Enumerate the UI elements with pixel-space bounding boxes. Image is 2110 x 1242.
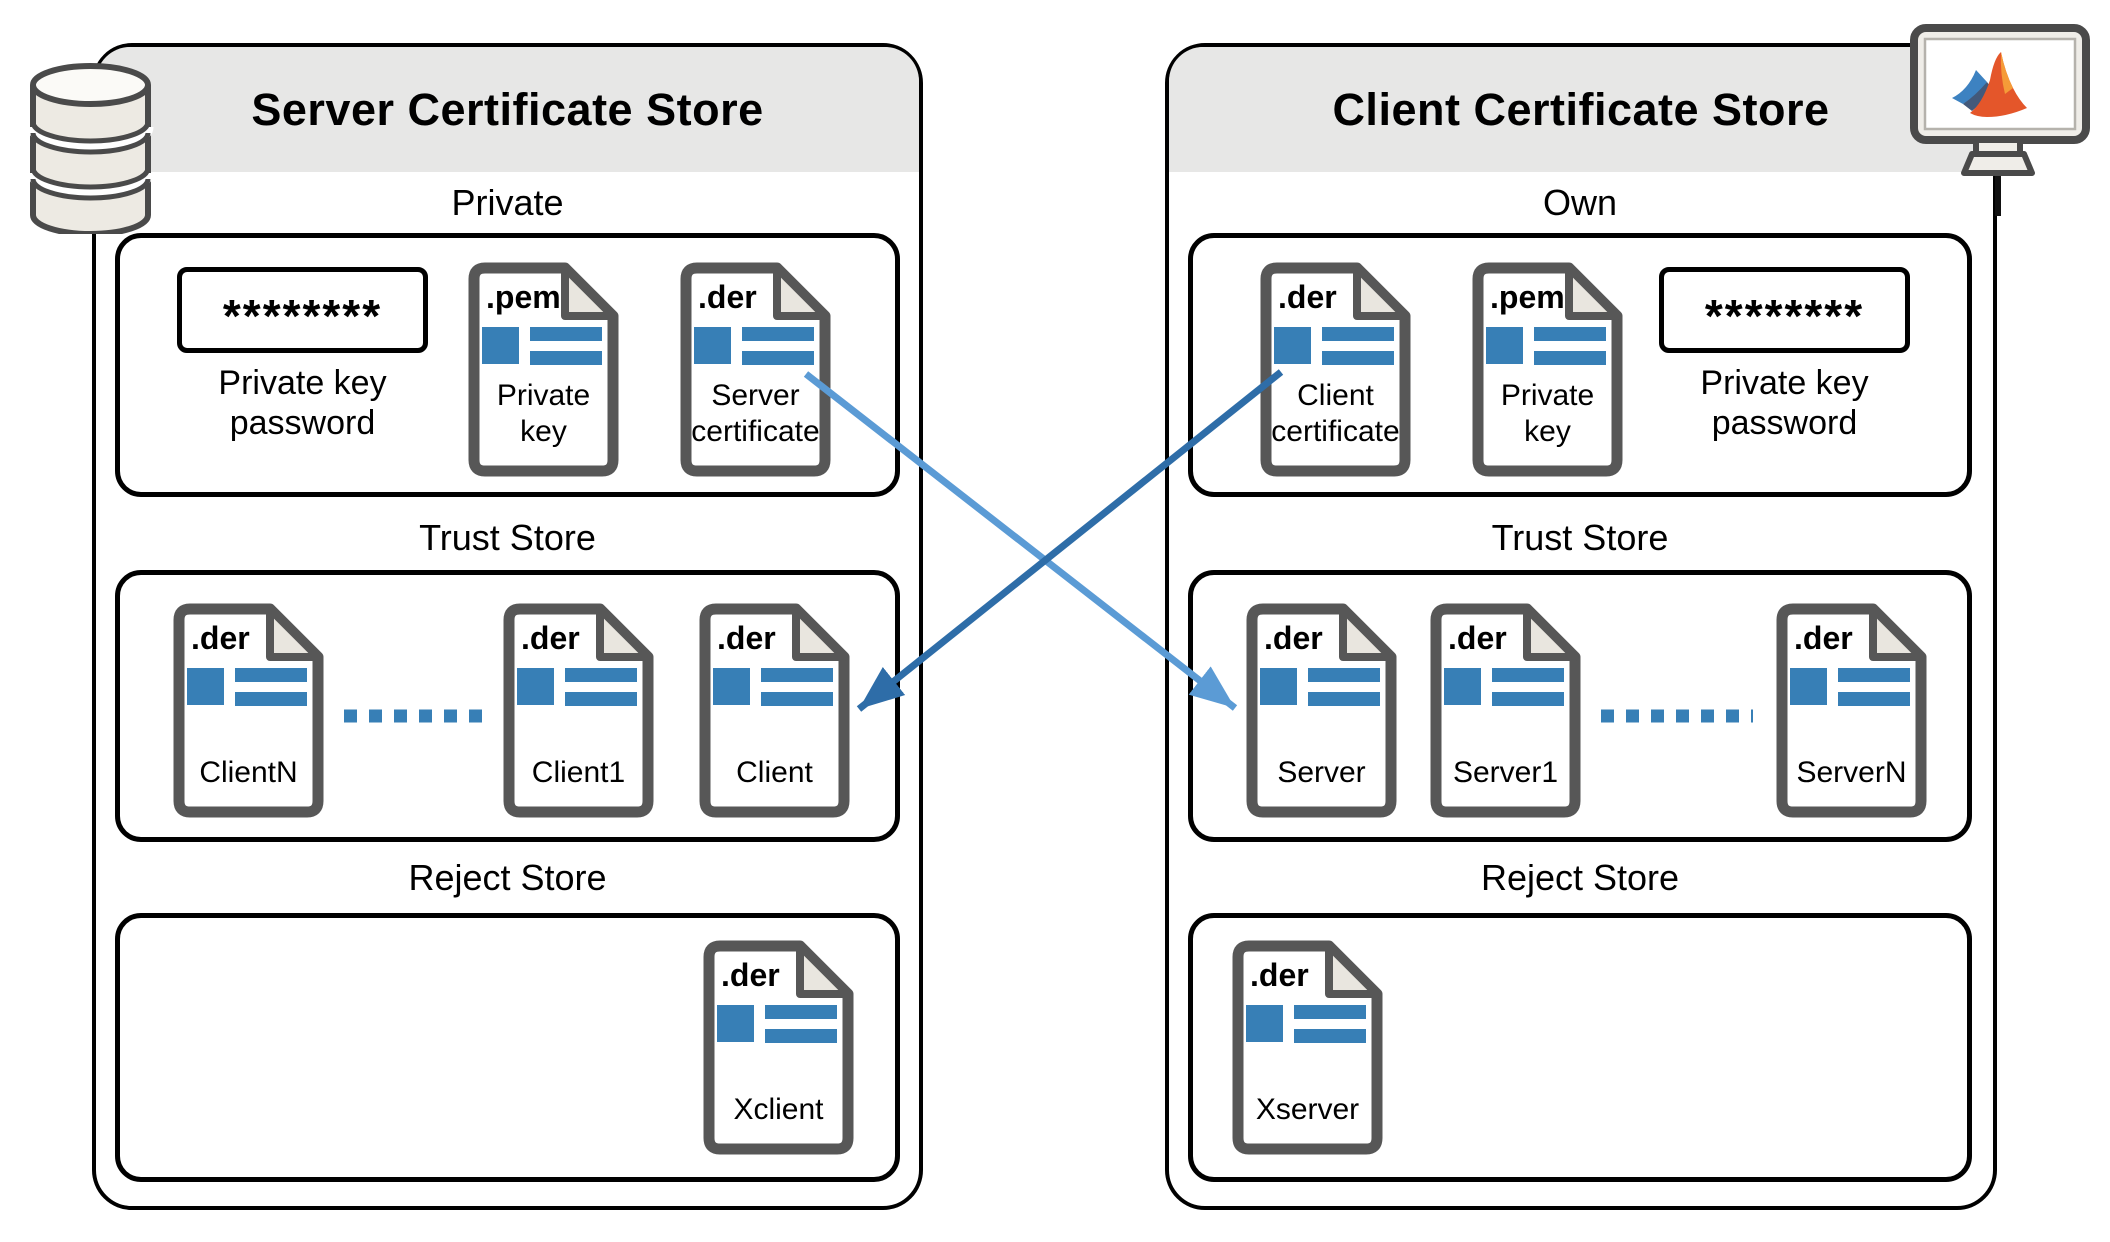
file-icon-clientN-der: .der ClientN (170, 603, 327, 818)
file-label: Xclient (733, 1093, 824, 1126)
file-label: Private key (496, 379, 591, 448)
file-label: ServerN (1796, 756, 1907, 789)
server-private-section-label: Private (451, 182, 564, 223)
file-extension: .der (698, 279, 757, 315)
server-store-title: Server Certificate Store (251, 83, 764, 135)
file-extension: .der (1278, 279, 1337, 315)
file-icon-server-der: .der Server (1243, 603, 1400, 818)
client-trust-store-label: Trust Store (1491, 517, 1669, 558)
file-extension: .der (1250, 957, 1309, 993)
file-icon-server-certificate-der: .der Server certificate (677, 262, 834, 477)
file-extension: .der (1264, 620, 1323, 656)
file-icon-private-key-pem: .pem Private key (465, 262, 622, 477)
password-asterisks: ******** (222, 290, 383, 342)
file-label: Server certificate (691, 379, 820, 448)
file-icon-serverN-der: .der ServerN (1773, 603, 1930, 818)
file-icon-server1-der: .der Server1 (1427, 603, 1584, 818)
server-private-key-password-field: ******** (177, 267, 428, 353)
file-icon-client-der: .der Client (696, 603, 853, 818)
file-extension: .der (717, 620, 776, 656)
matlab-logo (1952, 52, 2027, 117)
client-store-header: Client Certificate Store (1169, 47, 1993, 172)
file-extension: .der (1448, 620, 1507, 656)
file-icon-private-key-pem: .pem Private key (1469, 262, 1626, 477)
server-trust-store-label: Trust Store (419, 517, 596, 558)
matlab-monitor-icon (1910, 24, 2090, 216)
file-label: Private key (1500, 379, 1595, 448)
file-label: Server (1277, 756, 1366, 789)
file-label: Xserver (1255, 1093, 1360, 1126)
file-extension: .der (721, 957, 780, 993)
server-store-header: Server Certificate Store (96, 47, 919, 172)
file-icon-client-certificate-der: .der Client certificate (1257, 262, 1414, 477)
file-extension: .pem (486, 279, 561, 315)
file-label: ClientN (199, 756, 298, 789)
client-store-title: Client Certificate Store (1332, 83, 1830, 135)
database-icon (27, 63, 154, 234)
client-store-outline: Client Certificate Store (1165, 43, 1997, 1210)
server-password-label: Private key password (218, 364, 387, 442)
client-password-label: Private key password (1700, 364, 1869, 442)
file-extension: .pem (1490, 279, 1565, 315)
file-label: Client1 (531, 756, 626, 789)
file-icon-xclient-der: .der Xclient (700, 940, 857, 1155)
server-reject-store-label: Reject Store (408, 857, 607, 898)
client-own-section-label: Own (1542, 182, 1618, 223)
file-label: Client (736, 756, 813, 789)
file-label: Server1 (1452, 756, 1559, 789)
server-store-outline: Server Certificate Store (92, 43, 923, 1210)
file-extension: .der (191, 620, 250, 656)
file-label: Client certificate (1271, 379, 1400, 448)
file-icon-client1-der: .der Client1 (500, 603, 657, 818)
client-private-key-password-field: ******** (1659, 267, 1910, 353)
file-extension: .der (1794, 620, 1853, 656)
file-extension: .der (521, 620, 580, 656)
client-reject-store-label: Reject Store (1480, 857, 1680, 898)
file-icon-xserver-der: .der Xserver (1229, 940, 1386, 1155)
password-asterisks: ******** (1704, 290, 1865, 342)
